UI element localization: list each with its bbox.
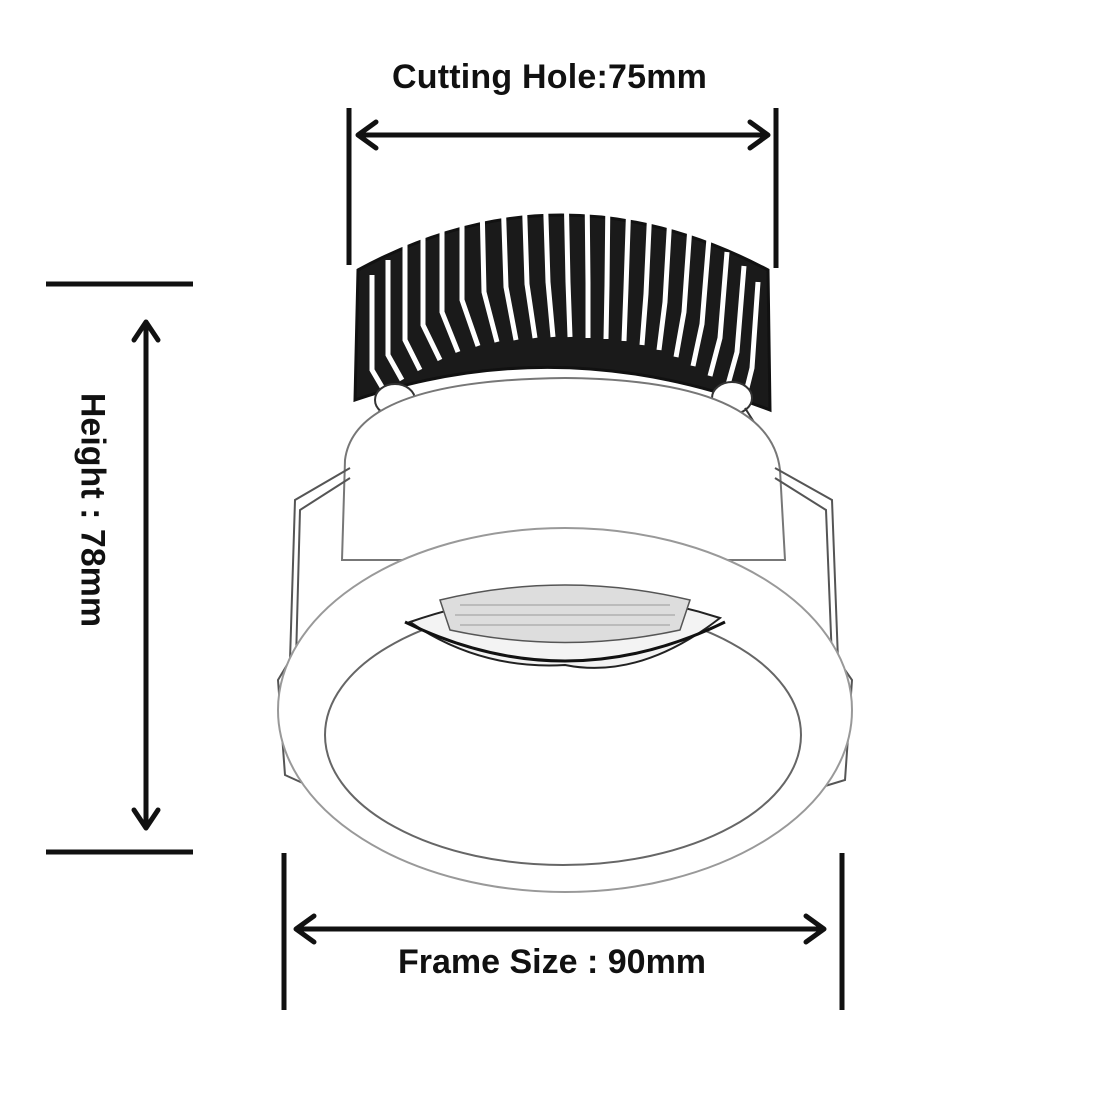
cutting-hole-label: Cutting Hole:75mm: [392, 58, 708, 96]
cutting-hole-dimension: [346, 108, 779, 268]
heatsink: [353, 185, 772, 413]
height-label: Height : 78mm: [73, 392, 112, 628]
led-reflector: [404, 584, 726, 669]
frame-size-dimension: [281, 853, 845, 1010]
height-dimension: [46, 281, 193, 855]
frame-size-label: Frame Size : 90mm: [398, 943, 707, 981]
trim-ring: [277, 527, 853, 893]
housing-body: [340, 376, 787, 561]
